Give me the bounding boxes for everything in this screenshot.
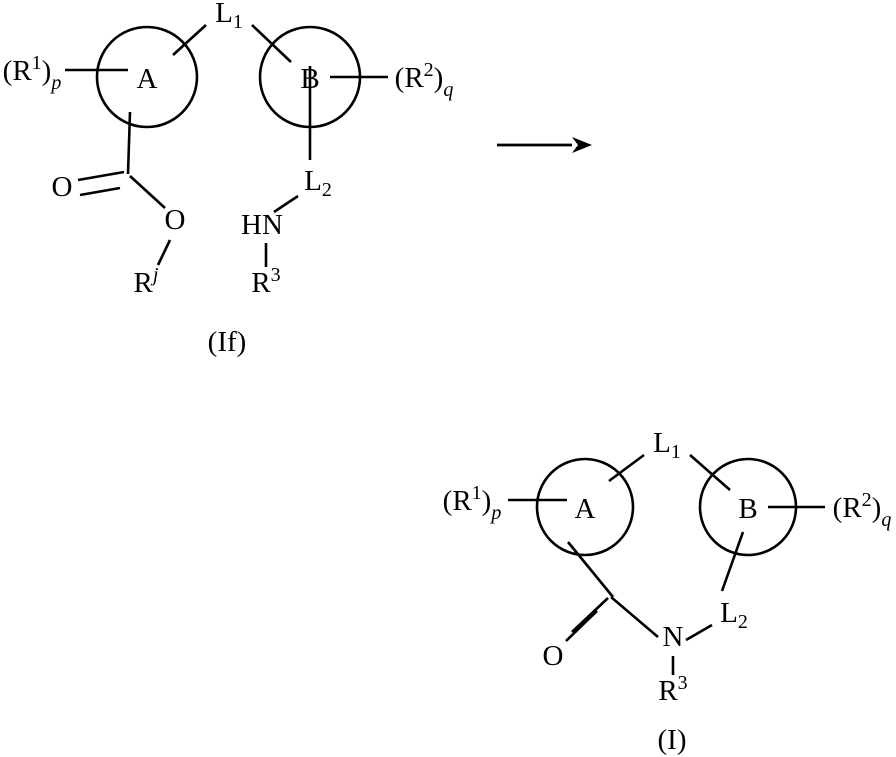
amine-r3-superscript: 3: [271, 264, 281, 286]
product-r2-superscript: 2: [862, 489, 872, 511]
reaction-arrow-head: [572, 137, 592, 153]
product-l1-base: L: [653, 427, 671, 459]
product-l2-base: L: [720, 597, 738, 629]
ester-rj-base: R: [134, 267, 154, 299]
r1-superscript: 1: [32, 52, 42, 74]
product-carbonyl-double-bond-line-1: [571, 597, 609, 633]
product-l1-to-ring-b-bond: [689, 454, 731, 491]
ester-oxygen-to-rj-bond: [156, 239, 172, 266]
product-carbonyl-double-bond-line-2: [565, 610, 598, 642]
product-ring-b-substituent-label: (R2)q: [833, 489, 892, 531]
product-r2-open-paren: (R: [833, 492, 863, 524]
ring-a-label: A: [137, 63, 158, 95]
carbonyl-to-nitrogen-bond: [610, 596, 659, 638]
amine-r3-label: R3: [251, 264, 280, 299]
r2-open-paren: (R: [395, 62, 425, 94]
product-ring-a-label: A: [575, 493, 596, 525]
amide-r3-base: R: [658, 675, 678, 707]
product-r1-superscript: 1: [472, 482, 482, 504]
r1-open-paren: (R: [3, 55, 33, 87]
compound-i-label: (I): [658, 724, 687, 756]
product-linker-l1-label: L1: [653, 427, 681, 463]
l1-to-ring-b-bond: [251, 24, 292, 63]
product-r1-close-paren: ): [482, 485, 492, 517]
amide-r3-label: R3: [658, 672, 687, 707]
r1-close-paren: ): [42, 55, 52, 87]
product-linker-l2-label: L2: [720, 597, 748, 633]
linker-l2-label: L2: [304, 165, 332, 201]
linker-l1-label: L1: [215, 0, 243, 33]
amide-nitrogen-label: N: [663, 621, 684, 653]
svg-text:(R2)q: (R2)q: [833, 489, 892, 531]
ester-oxygen-label: O: [165, 204, 186, 236]
svg-text:(R1)p: (R1)p: [3, 52, 62, 94]
product-r1-open-paren: (R: [443, 485, 473, 517]
l1-subscript: 1: [233, 11, 243, 33]
product-ring-a-to-carbonyl-bond: [566, 541, 615, 598]
product-l2-to-nitrogen-bond: [685, 623, 713, 642]
product-l2-subscript: 2: [738, 611, 748, 633]
l2-subscript: 2: [322, 179, 332, 201]
l2-to-amine-bond: [273, 194, 299, 214]
compound-i-structure: A B (R1)p (R2)q L1: [443, 427, 892, 756]
ring-a-circle: [95, 25, 199, 129]
carbonyl-to-ester-oxygen-bond: [129, 175, 166, 209]
carbonyl-oxygen-label: O: [52, 171, 73, 203]
ring-a-to-carbonyl-bond: [126, 111, 132, 175]
product-ring-a-circle: [535, 457, 635, 557]
product-r2-close-paren: ): [872, 492, 882, 524]
product-ring-b-to-l2-bond: [720, 531, 745, 592]
product-r2-subscript-q: q: [881, 509, 891, 531]
product-ring-a-substituent-label: (R1)p: [443, 482, 502, 524]
ring-a-substituent-label: (R1)p: [3, 52, 62, 94]
r2-superscript: 2: [424, 59, 434, 81]
ester-rj-label: Rj: [134, 264, 159, 299]
ester-rj-superscript: j: [150, 264, 159, 286]
svg-text:(R1)p: (R1)p: [443, 482, 502, 524]
r1-subscript-p: p: [49, 72, 61, 94]
amide-r3-superscript: 3: [678, 672, 688, 694]
carbonyl-double-bond-line-2: [79, 186, 121, 197]
product-ring-a-to-l1-bond: [608, 453, 645, 483]
ring-a-to-l1-bond: [172, 24, 207, 56]
compound-if-label: (If): [208, 326, 247, 358]
product-carbonyl-oxygen-label: O: [543, 640, 564, 672]
ring-b-substituent-label: (R2)q: [395, 59, 454, 101]
product-r1-subscript-p: p: [489, 502, 501, 524]
amine-nitrogen-label: HN: [241, 209, 283, 241]
r2-close-paren: ): [434, 62, 444, 94]
compound-if-structure: A B (R1)p (R2)q: [3, 0, 454, 358]
svg-text:(R2)q: (R2)q: [395, 59, 454, 101]
l2-base: L: [304, 165, 322, 197]
product-l1-subscript: 1: [671, 441, 681, 463]
carbonyl-double-bond-line-1: [77, 170, 125, 182]
l1-base: L: [215, 0, 233, 29]
amine-r3-base: R: [251, 267, 271, 299]
r2-subscript-q: q: [443, 79, 453, 101]
reaction-arrow: [497, 137, 592, 153]
product-ring-b-label: B: [738, 493, 757, 525]
